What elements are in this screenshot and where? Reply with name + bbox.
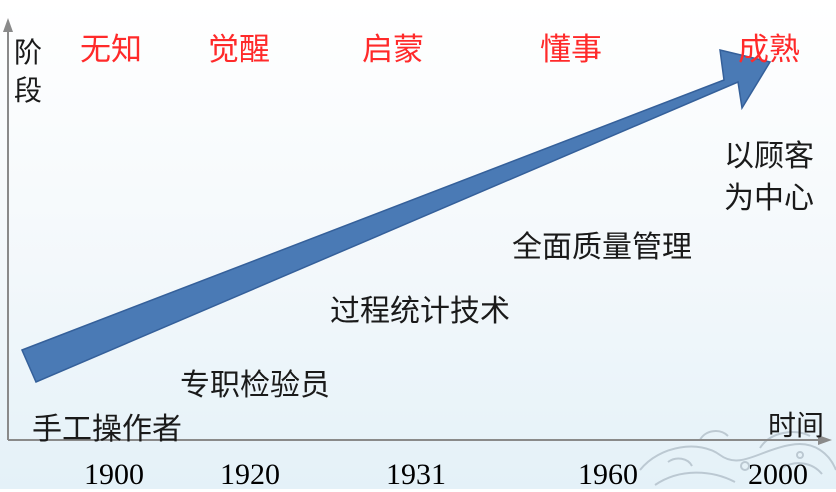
phase-label-customer: 以顾客为中心 <box>724 139 814 216</box>
stage-label-dongshi: 懂事 <box>540 32 602 68</box>
phase-label-inspector: 专职检验员 <box>180 368 330 403</box>
progression-arrow <box>20 49 772 383</box>
year-label-1960: 1960 <box>578 458 638 491</box>
y-axis-label: 阶段 <box>14 36 43 107</box>
phase-label-manual: 手工操作者 <box>32 412 182 447</box>
year-label-1931: 1931 <box>386 458 446 491</box>
stage-label-chengshu: 成熟 <box>738 32 800 68</box>
phase-label-tqm: 全面质量管理 <box>512 230 692 265</box>
year-label-2000: 2000 <box>748 458 808 491</box>
stage-label-juexing: 觉醒 <box>208 32 270 68</box>
phase-label-spc: 过程统计技术 <box>330 294 510 329</box>
year-label-1900: 1900 <box>84 458 144 491</box>
stage-label-wuzhi: 无知 <box>80 32 142 68</box>
year-label-1920: 1920 <box>220 458 280 491</box>
x-axis-arrowhead <box>818 435 832 445</box>
y-axis-arrowhead <box>3 18 13 32</box>
x-axis-label: 时间 <box>768 409 825 442</box>
decorative-swirl <box>639 430 836 486</box>
stage-label-qimeng: 启蒙 <box>362 32 424 68</box>
